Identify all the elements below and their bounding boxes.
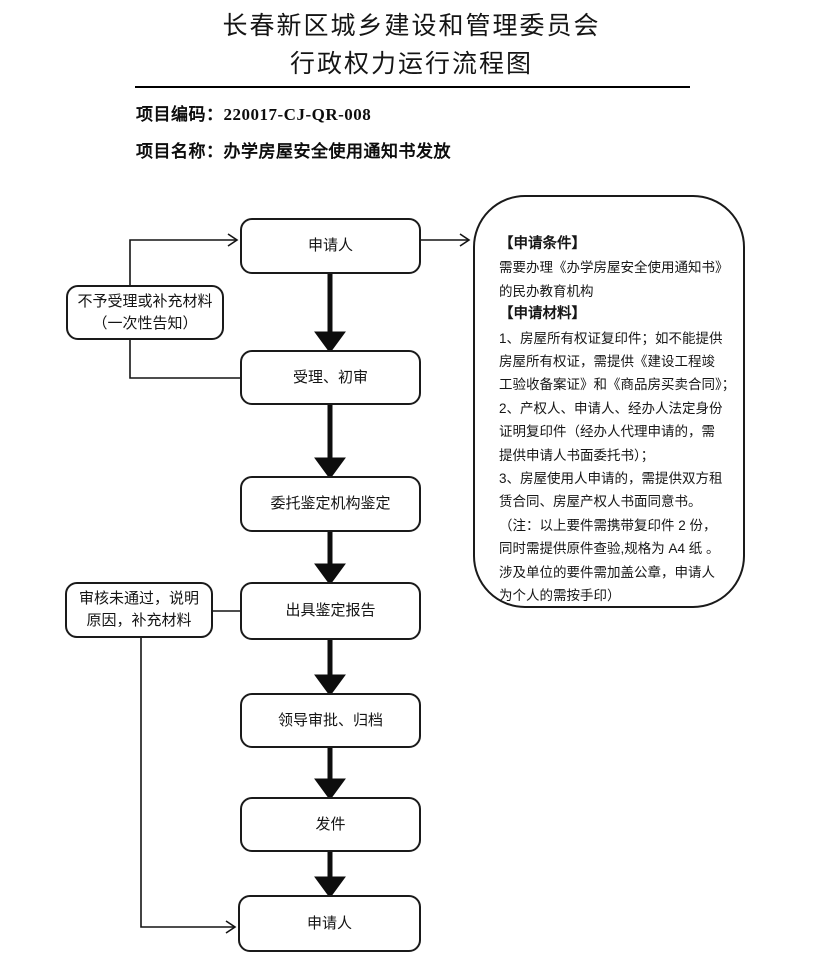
feedback-line-audit-to-applicant — [140, 637, 234, 928]
flow-step-label: 领导审批、归档 — [277, 712, 383, 729]
requirement-line: 证明复印件（经办人代理申请的，需 — [499, 424, 715, 440]
arrowhead-to-requirements — [459, 233, 471, 247]
flow-step-issue-report: 出具鉴定报告 — [240, 582, 421, 640]
flow-step-accept-initial-review: 受理、初审 — [240, 350, 421, 405]
requirement-line: 的民办教育机构 — [499, 283, 594, 299]
requirement-line: 需要办理《办学房屋安全使用通知书》 — [499, 260, 729, 276]
title-underline — [135, 86, 690, 88]
note-line: 不予受理或补充材料 — [77, 293, 213, 310]
project-code-value: 220017-CJ-QR-008 — [223, 105, 372, 124]
arrow-report-to-approve — [314, 640, 346, 697]
note-line: （一次性告知） — [92, 315, 198, 332]
requirement-line: 房屋所有权证，需提供《建设工程竣 — [499, 354, 715, 370]
flow-step-send-document: 发件 — [240, 797, 421, 852]
arrow-approve-to-send — [314, 748, 346, 801]
project-code-label: 项目编码： — [136, 105, 224, 124]
requirement-line: 为个人的需按手印） — [499, 588, 621, 604]
requirement-line: 提供申请人书面委托书）； — [499, 447, 655, 463]
requirement-line: 2、产权人、申请人、经办人法定身份 — [499, 400, 723, 416]
flow-step-applicant-top: 申请人 — [240, 218, 421, 274]
doc-title-line2: 行政权力运行流程图 — [289, 51, 533, 78]
requirement-line: 工验收备案证》和《商品房买卖合同》； — [499, 377, 736, 393]
requirement-line: 涉及单位的要件需加盖公章，申请人 — [499, 564, 715, 580]
requirement-line: 1、房屋所有权证复印件；如不能提供 — [499, 330, 723, 346]
flow-step-label: 申请人 — [306, 915, 352, 932]
arrow-send-to-applicant — [314, 852, 346, 899]
project-name-value: 办学房屋安全使用通知书发放 — [223, 142, 451, 161]
requirement-heading-conditions: 【申请条件】 — [499, 236, 586, 252]
flow-step-label: 受理、初审 — [292, 369, 368, 386]
project-name-label: 项目名称： — [136, 142, 224, 161]
requirement-line: 3、房屋使用人申请的，需提供双方租 — [499, 471, 723, 487]
note-reject-or-supplement: 不予受理或补充材料 （一次性告知） — [66, 285, 224, 340]
flow-step-label: 发件 — [315, 816, 346, 833]
doc-title-line1: 长春新区城乡建设和管理委员会 — [222, 13, 601, 40]
note-audit-not-passed: 审核未通过，说明 原因，补充材料 — [65, 582, 213, 638]
flow-step-label: 申请人 — [307, 238, 353, 254]
requirement-line: 赁合同、房屋产权人书面同意书。 — [499, 494, 702, 510]
requirement-line: （注：以上要件需携带复印件 2 份， — [499, 517, 717, 533]
requirement-line: 同时需提供原件查验,规格为 A4 纸 。 — [499, 541, 720, 557]
note-line: 审核未通过，说明 — [78, 591, 199, 607]
note-line: 原因，补充材料 — [86, 613, 192, 629]
project-name-row: 项目名称：办学房屋安全使用通知书发放 — [136, 137, 451, 162]
arrow-review-to-entrust — [314, 405, 346, 480]
arrowhead-feedback-top — [227, 233, 239, 247]
flow-step-label: 出具鉴定报告 — [285, 603, 376, 619]
arrowhead-feedback-bottom — [225, 920, 237, 934]
arrow-applicant-to-review — [314, 274, 346, 354]
flow-step-applicant-bottom: 申请人 — [238, 895, 421, 952]
requirements-panel: 【申请条件】 需要办理《办学房屋安全使用通知书》 的民办教育机构 【申请材料】 … — [473, 195, 745, 608]
flow-step-entrust-appraisal: 委托鉴定机构鉴定 — [240, 476, 421, 532]
flow-step-label: 委托鉴定机构鉴定 — [270, 496, 391, 512]
flow-step-approve-archive: 领导审批、归档 — [240, 693, 421, 748]
arrow-entrust-to-report — [314, 532, 346, 586]
project-code-row: 项目编码：220017-CJ-QR-008 — [136, 100, 371, 125]
requirement-heading-materials: 【申请材料】 — [499, 306, 586, 323]
